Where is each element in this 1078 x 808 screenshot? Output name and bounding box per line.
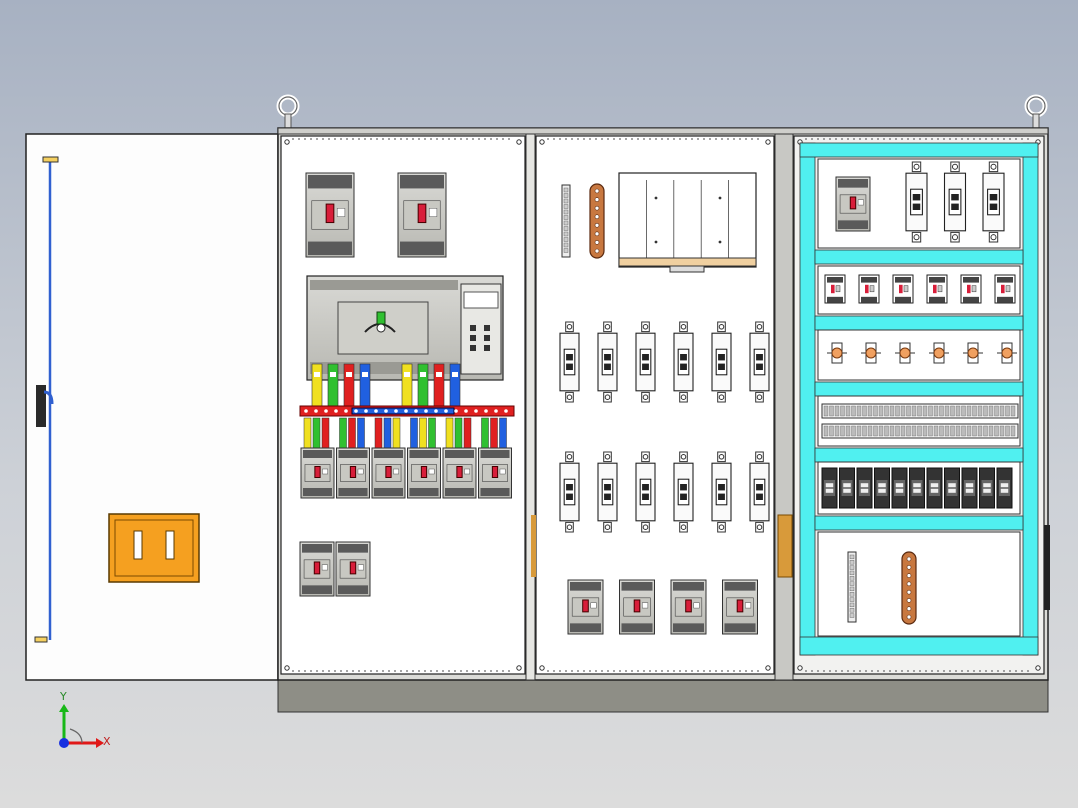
fuse-holder (597, 321, 618, 403)
panel-screw (765, 665, 771, 671)
control-relay (821, 467, 838, 509)
indicator-lamp (929, 342, 949, 364)
axis-rotation-arc (69, 728, 83, 744)
outgoing-breaker (722, 579, 758, 635)
frame-hinge-2 (777, 514, 793, 578)
axis-x-label: X (103, 735, 111, 748)
control-breaker (835, 176, 871, 232)
cabinet-top-rail (277, 127, 1049, 135)
control-relay (856, 467, 873, 509)
axis-x-head (96, 738, 104, 748)
control-relay (944, 467, 960, 509)
control-relay (891, 467, 908, 509)
control-relay (926, 467, 943, 509)
fuse-holder (749, 451, 770, 533)
miniature-breaker (858, 274, 880, 304)
panel-dot-border-1 (292, 138, 510, 672)
axis-z-origin (59, 738, 69, 748)
door-handle (108, 513, 200, 583)
frame-hinge-3 (1044, 525, 1050, 610)
control-relay (909, 467, 925, 509)
fuse-holder (559, 451, 580, 533)
panel-screw (765, 139, 771, 145)
indicator-lamp (861, 342, 881, 364)
fuse-holder (711, 321, 732, 403)
branch-breaker (336, 447, 370, 499)
branch-breaker (478, 447, 512, 499)
outgoing-breaker (670, 579, 707, 635)
terminal-strip (821, 423, 1019, 439)
indicator-lamp (827, 342, 847, 364)
panel-screw (516, 139, 522, 145)
ground-bar-middle (589, 183, 605, 259)
branch-breaker (407, 447, 441, 499)
panel-screw (284, 139, 290, 145)
aux-breaker (335, 541, 371, 597)
control-relay (979, 467, 995, 509)
axis-y-label: Y (59, 690, 67, 703)
branch-breaker (371, 447, 406, 499)
cabinet-door (25, 133, 279, 681)
branch-breaker (300, 447, 335, 499)
frame-hinge-1 (531, 515, 536, 577)
fuse-holder (749, 321, 770, 403)
phase-connectors (311, 363, 461, 407)
fuse-holder (673, 321, 694, 403)
panel-dot-border-2 (547, 138, 759, 672)
control-fuse (905, 161, 928, 243)
indicator-lamp (997, 342, 1017, 364)
cabinet-plinth (277, 678, 1049, 713)
lifting-eye-right (1024, 94, 1048, 129)
panel-screw (1035, 665, 1041, 671)
fuse-holder (559, 321, 580, 403)
door-rod-bottom-cap (34, 636, 48, 643)
control-relay (874, 467, 890, 509)
panel-dot-border-3 (805, 138, 1029, 672)
capacitor-enclosure (618, 172, 757, 273)
indicator-lamp (963, 342, 983, 364)
control-fuse (943, 161, 967, 243)
panel-screw (516, 665, 522, 671)
miniature-breaker (926, 274, 948, 304)
fuse-holder (635, 321, 656, 403)
panel-screw (539, 665, 545, 671)
branch-breaker (442, 447, 477, 499)
aux-breaker (299, 541, 335, 597)
fuse-holder (711, 451, 732, 533)
terminal-block-right (847, 551, 857, 623)
door-latch (36, 385, 46, 427)
panel-screw (797, 665, 803, 671)
busbar-red (299, 405, 515, 417)
panel-screw (539, 139, 545, 145)
transfer-switch (306, 275, 504, 381)
door-latch-hook (43, 390, 54, 405)
main-breaker (397, 172, 447, 258)
main-breaker (305, 172, 355, 258)
miniature-breaker (892, 274, 914, 304)
fuse-holder (673, 451, 694, 533)
control-fuse (982, 161, 1005, 243)
control-relay (961, 467, 978, 509)
control-relay (839, 467, 855, 509)
panel-screw (284, 665, 290, 671)
terminal-block-middle (561, 184, 571, 258)
outgoing-breaker (567, 579, 604, 635)
control-relay (996, 467, 1013, 509)
door-rod-top-cap (42, 156, 59, 163)
indicator-lamp (895, 342, 915, 364)
miniature-breaker (960, 274, 982, 304)
miniature-breaker (994, 274, 1016, 304)
miniature-breaker (824, 274, 846, 304)
terminal-strip (821, 403, 1019, 419)
fuse-holder (597, 451, 618, 533)
fuse-holder (635, 451, 656, 533)
axis-y-head (59, 704, 69, 712)
ground-bar-right (901, 551, 917, 625)
outgoing-breaker (619, 579, 655, 635)
frame-post-1 (525, 133, 536, 681)
